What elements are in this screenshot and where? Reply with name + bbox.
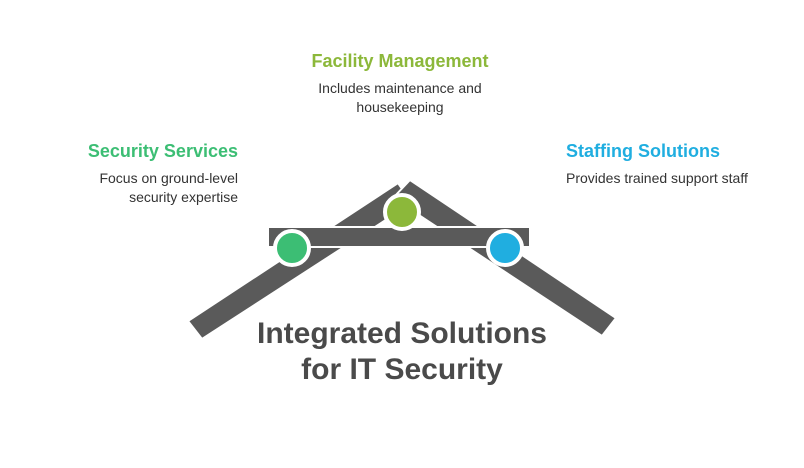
- facility-management-description: Includes maintenance and housekeeping: [318, 80, 482, 115]
- node-security-services: [273, 229, 311, 267]
- diagram-title: Integrated Solutions for IT Security: [256, 317, 547, 386]
- node-staffing-solutions: [486, 229, 524, 267]
- security-services-block: Security Services Focus on ground-level …: [60, 140, 238, 207]
- staffing-solutions-block: Staffing Solutions Provides trained supp…: [566, 140, 766, 188]
- facility-management-heading: Facility Management: [311, 51, 489, 71]
- staffing-solutions-description: Provides trained support staff: [566, 170, 748, 186]
- security-services-description: Focus on ground-level security expertise: [99, 170, 238, 205]
- staffing-solutions-heading: Staffing Solutions: [566, 141, 720, 161]
- security-services-heading: Security Services: [87, 141, 238, 161]
- node-facility-management: [383, 193, 421, 231]
- facility-management-block: Facility Management Includes maintenance…: [310, 50, 490, 117]
